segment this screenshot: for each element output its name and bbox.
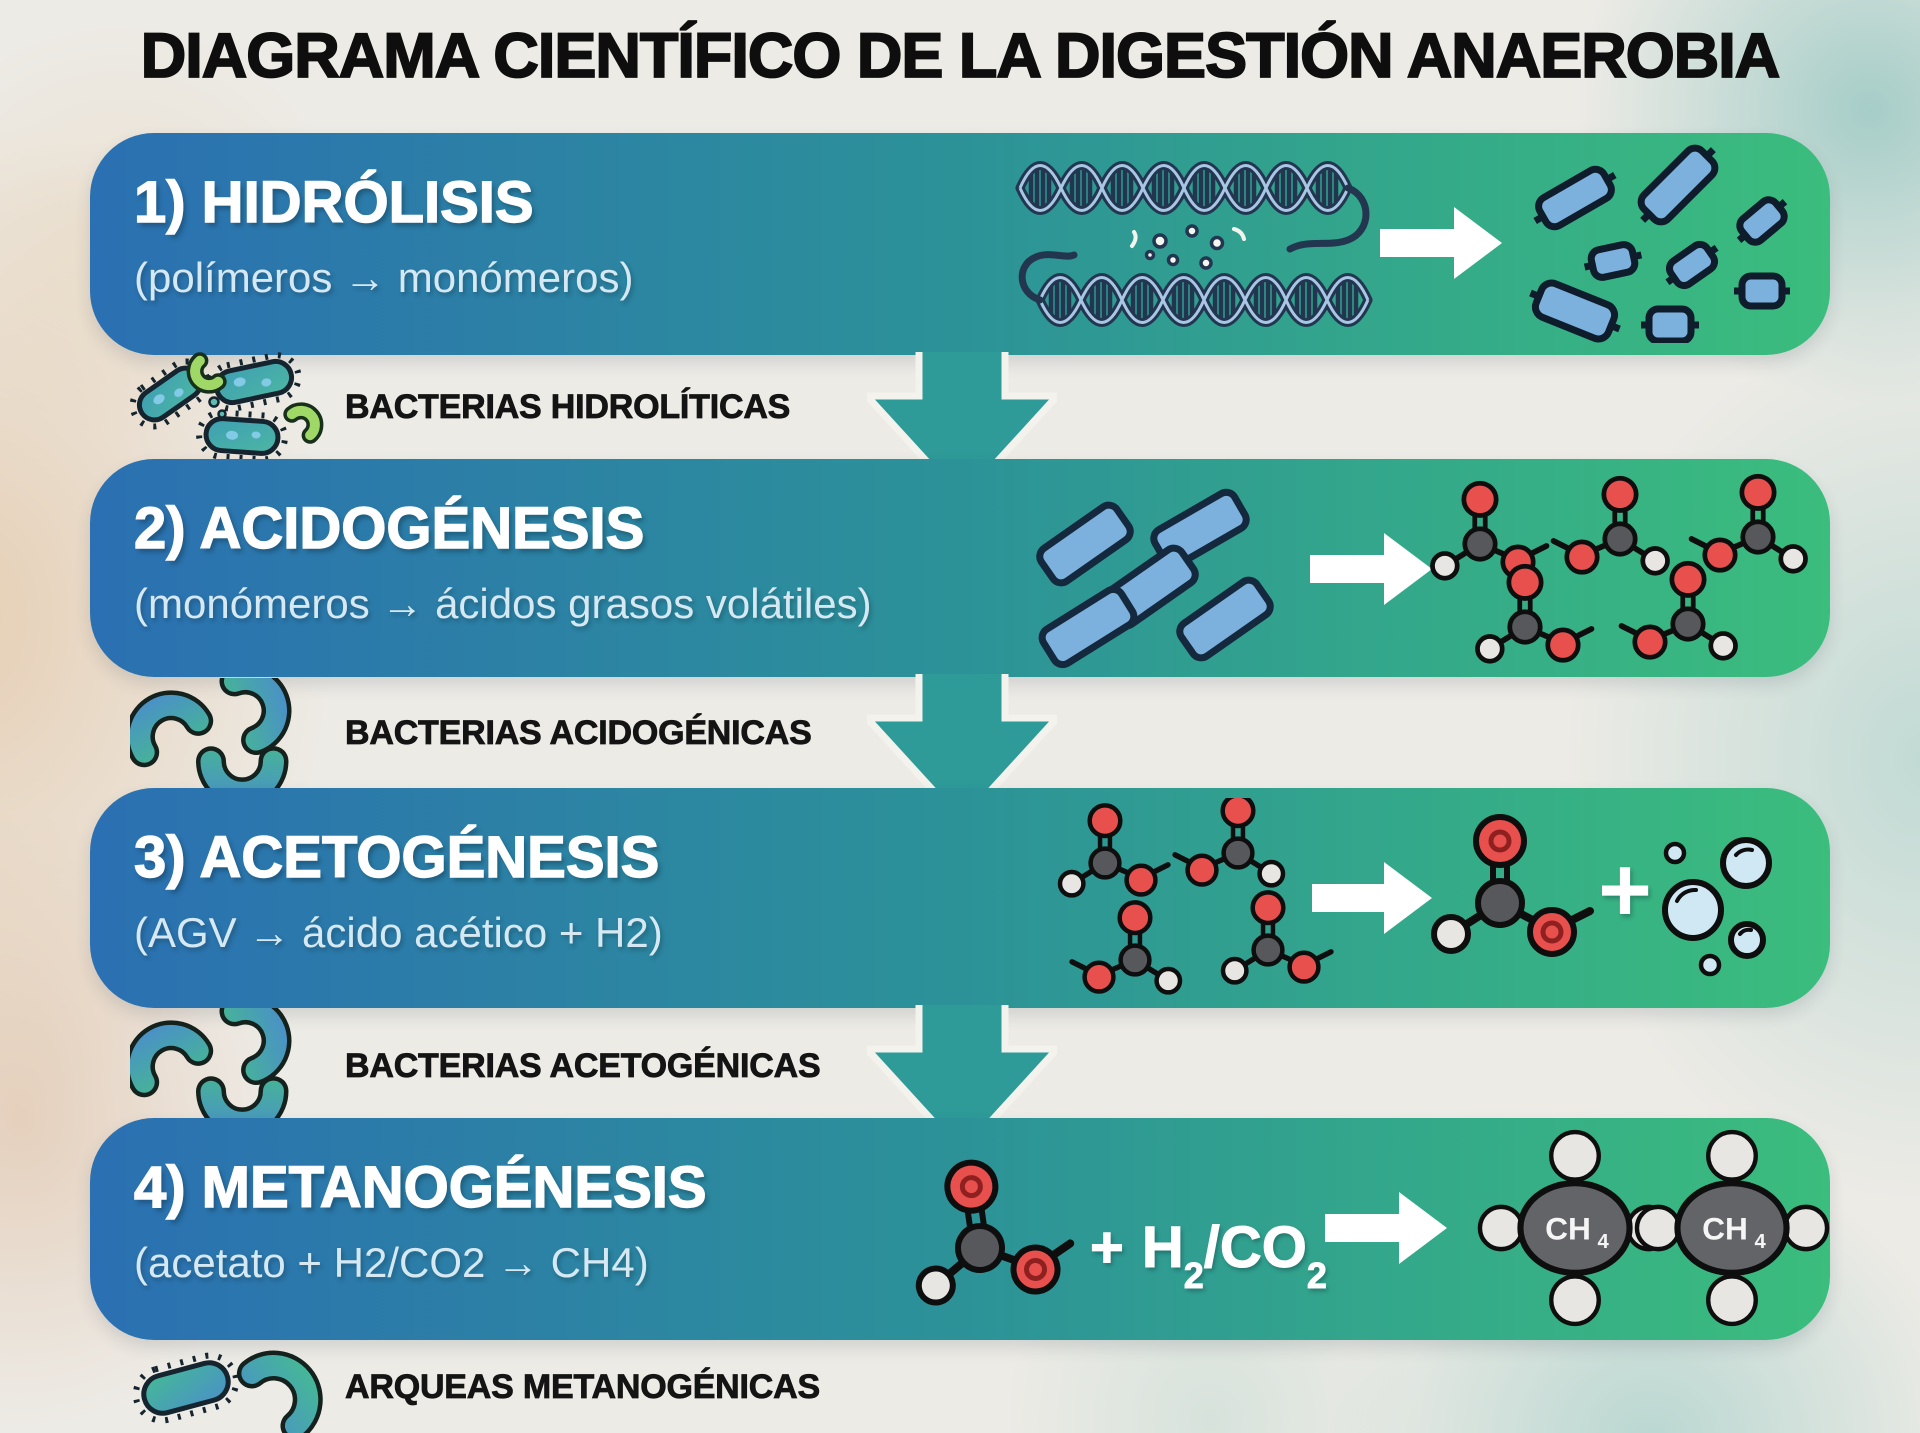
down-arrow-icon bbox=[867, 674, 1057, 822]
right-arrow-icon bbox=[1380, 207, 1502, 279]
stage-banner-acetogenesis: 3) ACETOGÉNESIS (AGV → ácido acético + H… bbox=[90, 788, 1830, 1008]
stage-2-text: 2) ACIDOGÉNESIS (monómeros → ácidos gras… bbox=[133, 495, 872, 628]
stage-banner-acidogenesis: 2) ACIDOGÉNESIS (monómeros → ácidos gras… bbox=[90, 459, 1830, 677]
svg-text:CH: CH bbox=[1702, 1210, 1748, 1246]
h2-co2-label: +H2/CO2 bbox=[1090, 1215, 1328, 1297]
down-arrow-icon bbox=[867, 352, 1057, 500]
stage-4-subtitle: (acetato + H2/CO2 → CH4) bbox=[134, 1239, 649, 1286]
acetogenesis-illustration bbox=[1010, 798, 1772, 998]
vfa-molecules-icon bbox=[1060, 798, 1331, 992]
acidogenic-bacteria-icon bbox=[130, 678, 292, 788]
vfa-molecules-icon bbox=[1433, 476, 1806, 661]
stage-3-heading: 3) ACETOGÉNESIS bbox=[133, 824, 660, 890]
ch4-molecule-icon: CH 4 bbox=[1480, 1132, 1670, 1324]
right-arrow-icon bbox=[1310, 533, 1432, 605]
methanogenic-archaea-icon bbox=[132, 1350, 323, 1433]
stage-2-subtitle: (monómeros → ácidos grasos volátiles) bbox=[134, 580, 872, 627]
page-title: DIAGRAMA CIENTÍFICO DE LA DIGESTIÓN ANAE… bbox=[140, 20, 1781, 92]
acetate-molecule-icon bbox=[903, 1150, 1077, 1307]
acetic-acid-molecule-icon bbox=[1434, 817, 1590, 954]
stage-1-heading: 1) HIDRÓLISIS bbox=[133, 169, 534, 235]
stage-3-subtitle: (AGV → ácido acético + H2) bbox=[134, 909, 663, 956]
stage-4-text: 4) METANOGÉNESIS (acetato + H2/CO2 → CH4… bbox=[133, 1154, 707, 1287]
stage-1-text: 1) HIDRÓLISIS (polímeros → monómeros) bbox=[133, 169, 634, 302]
right-arrow-icon bbox=[1325, 1192, 1447, 1264]
hydrolysis-illustration bbox=[1015, 144, 1790, 343]
svg-text:CH: CH bbox=[1545, 1210, 1591, 1246]
ch4-molecule-icon: CH 4 bbox=[1637, 1132, 1827, 1324]
svg-text:4: 4 bbox=[1598, 1231, 1610, 1253]
stage-3-text: 3) ACETOGÉNESIS (AGV → ácido acético + H… bbox=[133, 824, 663, 957]
stage-4-heading: 4) METANOGÉNESIS bbox=[133, 1154, 707, 1220]
hydrolytic-bacteria-icon bbox=[130, 352, 324, 462]
organism-label-methanogenic: ARQUEAS METANOGÉNICAS bbox=[345, 1368, 821, 1407]
monomer-blocks-icon bbox=[1529, 144, 1790, 343]
svg-text:4: 4 bbox=[1755, 1231, 1767, 1253]
stage-banner-metanogenesis: 4) METANOGÉNESIS (acetato + H2/CO2 → CH4… bbox=[90, 1118, 1830, 1340]
stage-banner-hidrolisis: 1) HIDRÓLISIS (polímeros → monómeros) bbox=[90, 133, 1830, 355]
dna-polymer-icon bbox=[1015, 161, 1373, 327]
plus-sign: + bbox=[1090, 1215, 1125, 1281]
stage-1-subtitle: (polímeros → monómeros) bbox=[134, 254, 634, 301]
acidogenesis-illustration bbox=[1036, 469, 1810, 669]
plus-sign: + bbox=[1598, 839, 1652, 941]
h2-bubbles-icon bbox=[1662, 837, 1772, 977]
stage-2-heading: 2) ACIDOGÉNESIS bbox=[133, 495, 645, 561]
monomer-blocks-icon bbox=[1036, 488, 1274, 669]
organism-label-hydrolytic: BACTERIAS HIDROLÍTICAS bbox=[345, 388, 791, 427]
organism-label-acidogenic: BACTERIAS ACIDOGÉNICAS bbox=[345, 714, 813, 753]
acetogenic-bacteria-icon bbox=[130, 1008, 292, 1118]
metanogenesis-illustration: CH 4 CH 4 bbox=[880, 1128, 1860, 1328]
right-arrow-icon bbox=[1312, 862, 1432, 934]
down-arrow-icon bbox=[867, 1005, 1057, 1153]
organism-label-acetogenic: BACTERIAS ACETOGÉNICAS bbox=[345, 1047, 821, 1086]
